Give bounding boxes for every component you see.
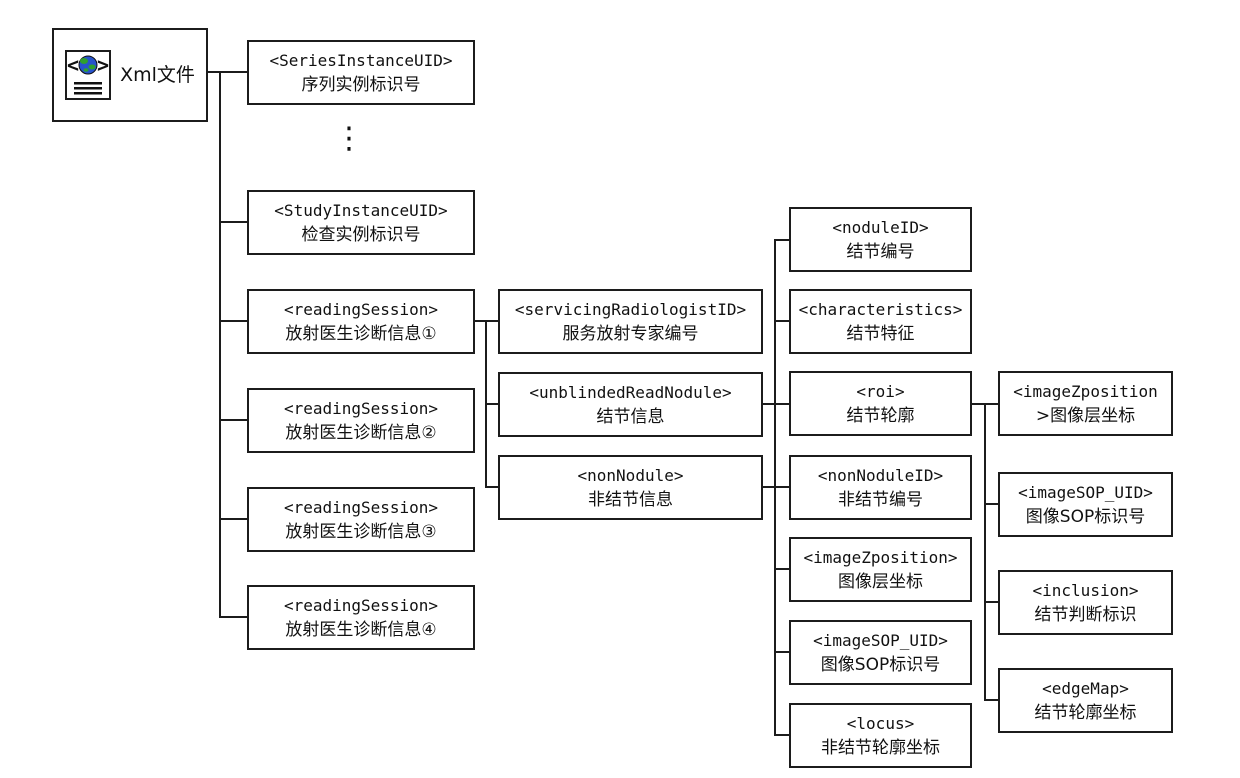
node-label-text: 非结节信息 [588, 489, 673, 510]
node-tag-text: <imageSOP_UID> [813, 630, 948, 650]
node-tag-text: <StudyInstanceUID> [274, 200, 448, 220]
node-label-text: 图像层坐标 [838, 571, 923, 592]
connector-line [219, 518, 247, 520]
node-tag-text: <nonNodule> [577, 465, 684, 485]
vertical-ellipsis: ⋮ [334, 121, 364, 156]
node-tag-text: <imageSOP_UID> [1018, 482, 1153, 502]
node-tag-text: <SeriesInstanceUID> [269, 50, 453, 70]
connector-trunk [984, 403, 986, 701]
node-tag-text: <readingSession> [283, 497, 439, 517]
node-label-text: 放射医生诊断信息④ [285, 619, 437, 640]
node-label-text: 放射医生诊断信息② [285, 422, 437, 443]
node-locus: <locus> 非结节轮廓坐标 [789, 703, 972, 768]
connector-line [984, 699, 998, 701]
connector-line [774, 651, 789, 653]
node-label-text: 结节信息 [596, 406, 665, 427]
connector-line [219, 221, 247, 223]
node-tag-text: <edgeMap> [1042, 678, 1129, 698]
node-label-text: 放射医生诊断信息① [285, 323, 437, 344]
node-tag-text: <unblindedReadNodule> [529, 382, 732, 402]
node-label-text: 检查实例标识号 [301, 224, 421, 245]
node-label-text: 图像SOP标识号 [1025, 506, 1146, 527]
node-reading-session-2: <readingSession> 放射医生诊断信息② [247, 388, 475, 453]
node-tag-text: <locus> [846, 713, 915, 733]
node-label-text: 图像SOP标识号 [820, 654, 941, 675]
connector-trunk [219, 71, 221, 618]
node-tag-text: <nonNoduleID> [817, 465, 944, 485]
connector-line [219, 320, 247, 322]
node-study-instance-uid: <StudyInstanceUID> 检查实例标识号 [247, 190, 475, 255]
connector-line [984, 601, 998, 603]
node-unblinded-read-nodule: <unblindedReadNodule> 结节信息 [498, 372, 763, 437]
node-label-text: 结节特征 [846, 323, 915, 344]
connector-line [774, 239, 789, 241]
svg-text:<: < [67, 53, 79, 77]
node-nodule-id: <noduleID> 结节编号 [789, 207, 972, 272]
node-image-z-position-2: <imageZposition >图像层坐标 [998, 371, 1173, 436]
node-tag-text: <inclusion> [1032, 580, 1139, 600]
node-tag-text: <servicingRadiologistID> [514, 299, 747, 319]
connector-line [485, 486, 498, 488]
node-roi: <roi> 结节轮廓 [789, 371, 972, 436]
node-tag-text: <readingSession> [283, 299, 439, 319]
node-tag-text: <imageZposition [1013, 381, 1158, 401]
node-reading-session-3: <readingSession> 放射医生诊断信息③ [247, 487, 475, 552]
node-tag-text: <roi> [856, 381, 905, 401]
node-label-text: >图像层坐标 [1035, 405, 1136, 426]
node-inclusion: <inclusion> 结节判断标识 [998, 570, 1173, 635]
node-tag-text: <readingSession> [283, 398, 439, 418]
connector-line [774, 734, 789, 736]
node-non-nodule-id: <nonNoduleID> 非结节编号 [789, 455, 972, 520]
connector-line [219, 419, 247, 421]
connector-line [208, 71, 247, 73]
connector-line [774, 320, 789, 322]
node-tag-text: <imageZposition> [803, 547, 958, 567]
connector-line [763, 486, 789, 488]
node-label-text: 非结节轮廓坐标 [821, 737, 940, 758]
node-servicing-radiologist-id: <servicingRadiologistID> 服务放射专家编号 [498, 289, 763, 354]
node-non-nodule: <nonNodule> 非结节信息 [498, 455, 763, 520]
node-reading-session-4: <readingSession> 放射医生诊断信息④ [247, 585, 475, 650]
node-label-text: 结节轮廓坐标 [1034, 702, 1137, 723]
node-tag-text: <characteristics> [798, 299, 963, 319]
node-tag-text: <noduleID> [832, 217, 929, 237]
connector-line [774, 568, 789, 570]
node-label-text: 服务放射专家编号 [562, 323, 699, 344]
node-tag-text: <readingSession> [283, 595, 439, 615]
node-xml-file: < > Xml文件 [52, 28, 208, 122]
xml-file-label: Xml文件 [120, 64, 195, 86]
node-reading-session-1: <readingSession> 放射医生诊断信息① [247, 289, 475, 354]
connector-line [219, 616, 247, 618]
node-edge-map: <edgeMap> 结节轮廓坐标 [998, 668, 1173, 733]
connector-line [763, 403, 789, 405]
node-series-instance-uid: <SeriesInstanceUID> 序列实例标识号 [247, 40, 475, 105]
connector-line [485, 403, 498, 405]
node-label-text: 非结节编号 [838, 489, 923, 510]
connector-line [984, 503, 998, 505]
connector-trunk [774, 239, 776, 736]
svg-text:>: > [97, 53, 109, 77]
node-label-text: 结节轮廓 [846, 405, 915, 426]
node-characteristics: <characteristics> 结节特征 [789, 289, 972, 354]
node-image-z-position: <imageZposition> 图像层坐标 [789, 537, 972, 602]
node-label-text: 结节编号 [846, 241, 915, 262]
node-label-text: 放射医生诊断信息③ [285, 521, 437, 542]
node-label-text: 结节判断标识 [1034, 604, 1137, 625]
node-image-sop-uid-2: <imageSOP_UID> 图像SOP标识号 [998, 472, 1173, 537]
xml-file-icon: < > [65, 50, 112, 100]
node-label-text: 序列实例标识号 [301, 74, 421, 95]
node-image-sop-uid: <imageSOP_UID> 图像SOP标识号 [789, 620, 972, 685]
